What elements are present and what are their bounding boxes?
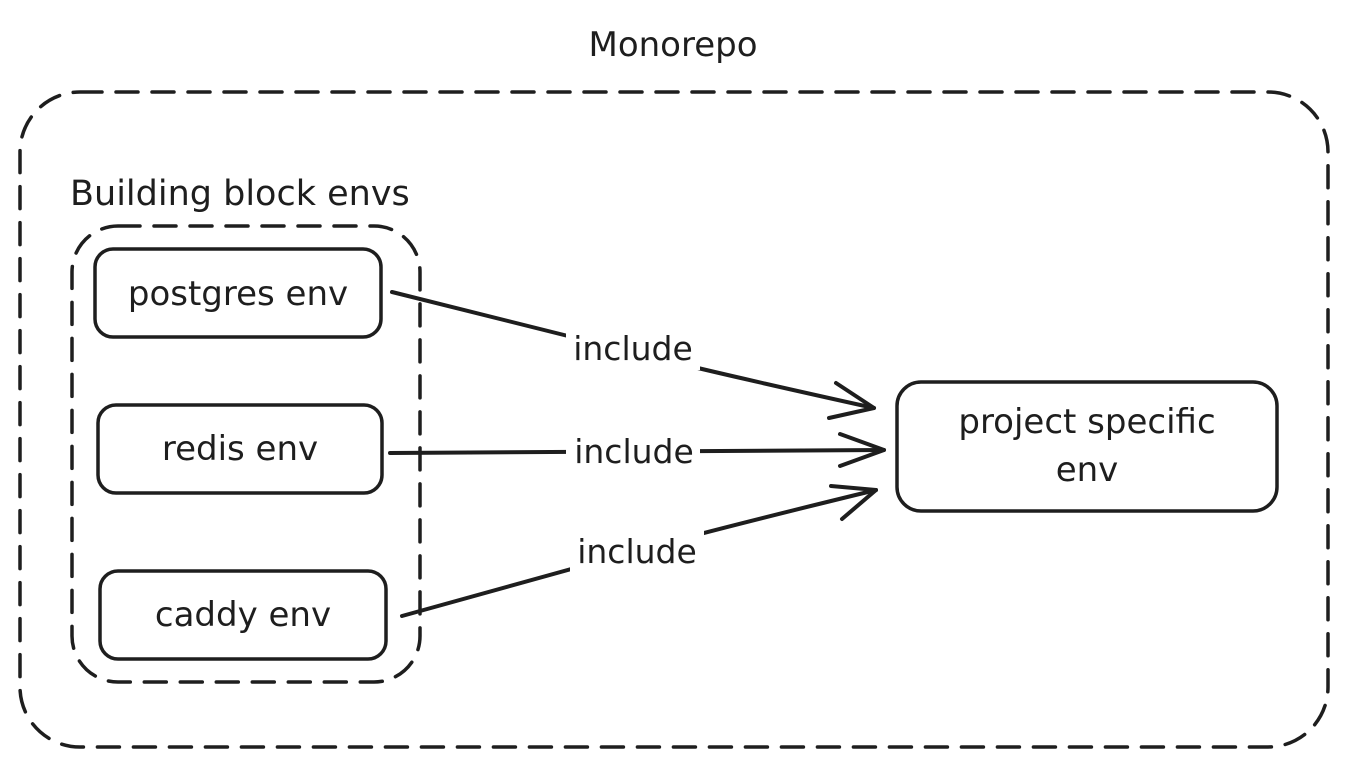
arrowhead: [829, 484, 878, 521]
node-label-postgres: postgres env: [128, 274, 348, 314]
building-block-envs-label: Building block envs: [70, 174, 410, 214]
edge-label-include-postgres: include: [573, 329, 693, 368]
edge-label-bg: [566, 430, 700, 474]
node-label-redis: redis env: [162, 429, 318, 469]
edge-label-include-caddy: include: [577, 532, 697, 571]
edge-label-bg: [570, 530, 704, 574]
node-box: [895, 380, 1279, 513]
arrowhead: [827, 381, 876, 420]
node-box: [96, 403, 384, 495]
node-project-specific-env[interactable]: project specific env: [895, 380, 1279, 513]
node-caddy-env[interactable]: caddy env: [98, 569, 388, 661]
monorepo-frame: [18, 90, 1330, 749]
node-postgres-env[interactable]: postgres env: [93, 247, 383, 339]
node-box: [93, 247, 383, 339]
monorepo-title: Monorepo: [588, 25, 757, 65]
node-label-project-line2: env: [1056, 450, 1119, 490]
edge-label-include-redis: include: [574, 432, 694, 471]
node-box: [98, 569, 388, 661]
node-label-caddy: caddy env: [155, 595, 331, 635]
node-redis-env[interactable]: redis env: [96, 403, 384, 495]
arrowhead: [838, 432, 886, 468]
node-label-project-line1: project specific: [958, 402, 1215, 442]
edge-label-bg: [566, 326, 700, 370]
